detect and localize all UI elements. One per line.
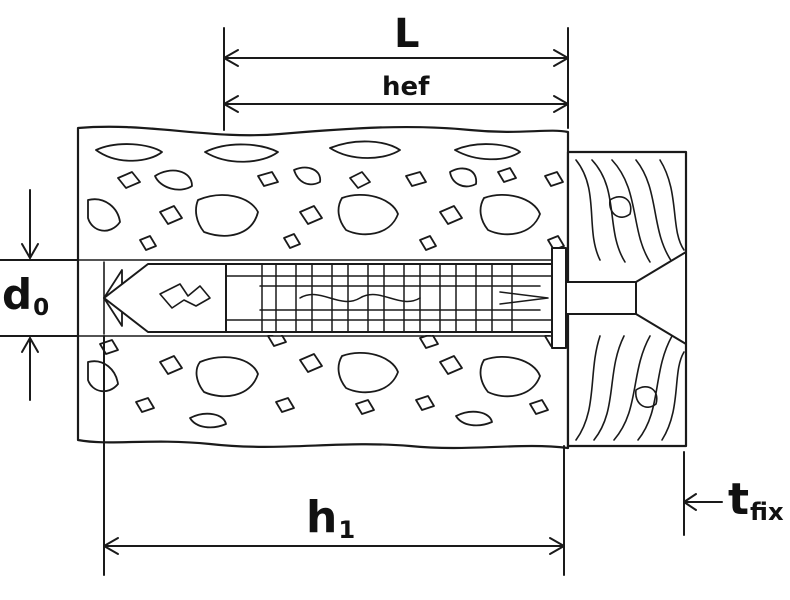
dimension-d0 <box>0 189 79 401</box>
label-tfix-main: t <box>728 474 750 525</box>
dimension-L <box>223 27 569 131</box>
dimension-h1 <box>103 335 565 576</box>
label-tfix-sub: fix <box>750 498 784 527</box>
label-L: L <box>394 14 420 54</box>
label-tfix: tfix <box>728 478 784 525</box>
dimension-tfix <box>683 451 723 536</box>
label-h1-main: h <box>306 492 338 543</box>
aggregate-stones <box>87 140 565 429</box>
label-h1: h1 <box>306 496 355 543</box>
label-hef: hef <box>382 74 429 100</box>
label-L-text: L <box>394 11 420 57</box>
label-hef-text: hef <box>382 72 430 102</box>
dimension-hef <box>223 95 569 113</box>
label-d0: d0 <box>2 274 49 320</box>
label-d0-main: d <box>2 270 33 319</box>
label-h1-sub: 1 <box>338 516 356 545</box>
label-d0-sub: 0 <box>33 294 50 321</box>
anchor-plug <box>103 247 687 349</box>
